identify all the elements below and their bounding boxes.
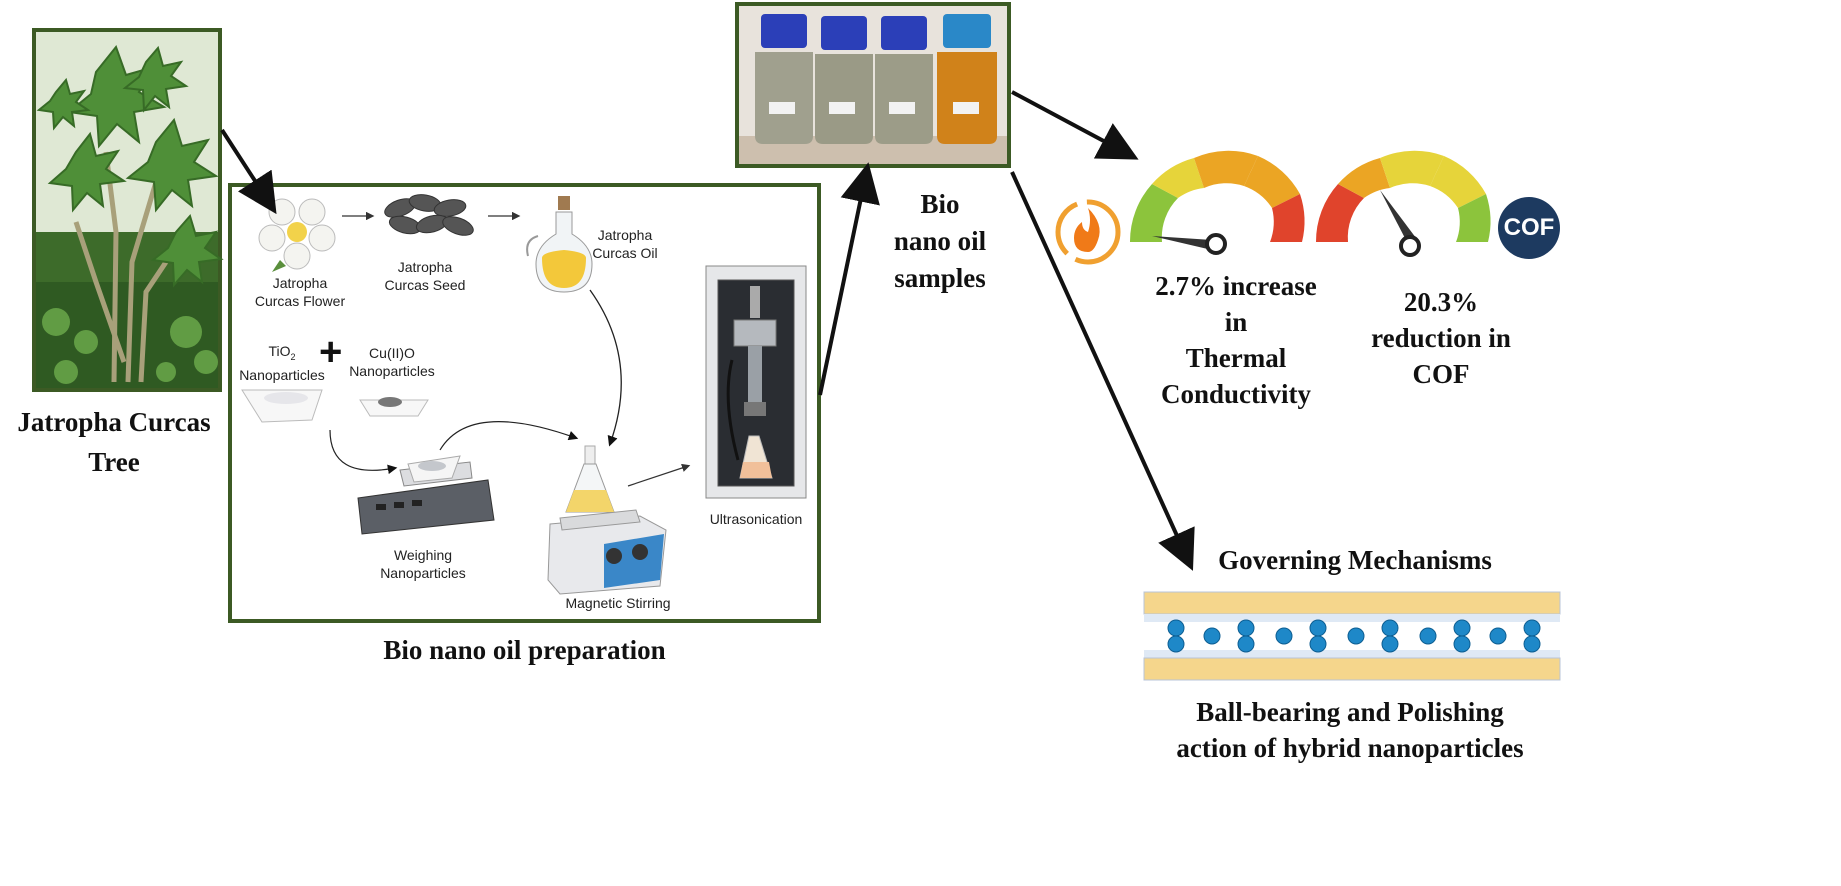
- samples-photo-frame: [735, 2, 1011, 168]
- tio2-formula: TiO: [268, 343, 291, 359]
- tio2-label: TiO2 Nanoparticles: [239, 343, 325, 383]
- cof-result: 20.3% reduction in COF: [1371, 287, 1511, 389]
- tio2-subscript: 2: [290, 351, 296, 362]
- cof-gauge-icon: [1315, 150, 1491, 257]
- samples-caption: Bio nano oil samples: [893, 189, 987, 293]
- tree-caption-line2: Tree: [88, 447, 140, 477]
- oil-bottles-image: [739, 6, 1007, 164]
- cuo-label: Cu(II)O Nanoparticles: [349, 345, 435, 379]
- jatropha-tree-image: [36, 32, 224, 388]
- arrow-samples-to-gauges: [1011, 90, 1139, 160]
- stirring-label: Magnetic Stirring: [565, 595, 671, 611]
- arrow-prep-to-samples: [818, 162, 880, 396]
- preparation-caption: Bio nano oil preparation: [383, 635, 666, 665]
- tree-photo-frame: [32, 28, 224, 392]
- thermal-gauge-icon: [1129, 150, 1305, 255]
- flower-label: Jatropha Curcas Flower: [254, 275, 346, 309]
- thermal-result: 2.7% increase in Thermal Conductivity: [1155, 271, 1317, 409]
- tree-caption: Jatropha Curcas Tree: [0, 402, 228, 482]
- oil-label: Jatropha Curcas Oil: [592, 227, 658, 261]
- cof-badge-label: COF: [1503, 214, 1555, 241]
- weighing-label: Weighing Nanoparticles: [380, 547, 466, 581]
- mechanisms-caption: Ball-bearing and Polishing action of hyb…: [1176, 697, 1524, 763]
- nanoparticle-spheres: [1167, 619, 1541, 653]
- ultrasonication-label: Ultrasonication: [709, 511, 803, 527]
- bearing-diagram: [1143, 591, 1561, 681]
- flame-icon: [1055, 199, 1121, 265]
- plus-sign: +: [319, 330, 343, 374]
- preparation-frame: [228, 183, 821, 623]
- mechanisms-title: Governing Mechanisms: [1218, 545, 1492, 575]
- seed-label: Jatropha Curcas Seed: [384, 259, 466, 293]
- tree-caption-line1: Jatropha Curcas: [17, 407, 211, 437]
